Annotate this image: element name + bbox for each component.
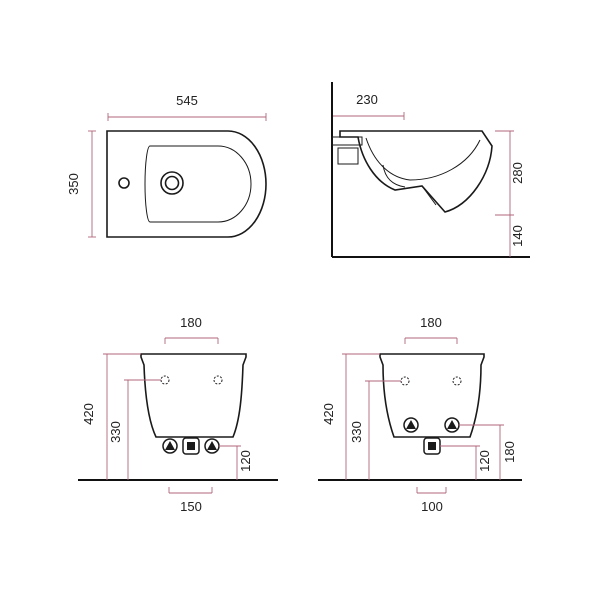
wall-fixing-block (337, 147, 359, 165)
inlet-right-r-arrow (447, 420, 457, 429)
dim-100-label: 100 (421, 499, 443, 514)
dim-140-label: 140 (510, 225, 525, 247)
dim-180-right-side-label: 180 (502, 441, 517, 463)
dim-350-label: 350 (66, 173, 81, 195)
drain-outlet-r-inner (428, 442, 436, 450)
dim-230-label: 230 (356, 92, 378, 107)
inlet-left-arrow (165, 441, 175, 450)
mounting-hole-left (160, 375, 170, 385)
top-view-bowl (144, 145, 252, 223)
drain-inner (164, 175, 180, 191)
side-view-foot (421, 185, 437, 206)
tap-hole (118, 177, 130, 189)
dim-545-label: 545 (176, 93, 198, 108)
dim-180-right-top-label: 180 (420, 315, 442, 330)
dim-330-left-label: 330 (108, 421, 123, 443)
dim-420-left-label: 420 (81, 403, 96, 425)
inlet-left (162, 438, 178, 454)
mounting-hole-left-r (400, 376, 410, 386)
front-view-left: 180 420 330 120 150 (78, 315, 278, 514)
top-view: 545 350 (66, 93, 267, 238)
side-view-outline (339, 130, 493, 213)
dim-180-left-label: 180 (180, 315, 202, 330)
mounting-hole-right-r (452, 376, 462, 386)
front-view-right: 180 420 330 120 180 100 (318, 315, 522, 514)
top-view-outline (106, 130, 267, 238)
inlet-right-arrow (207, 441, 217, 450)
dim-120-right-label: 120 (477, 450, 492, 472)
drain-outlet (182, 437, 200, 455)
side-view-bowl (365, 137, 481, 181)
drain-outlet-inner (187, 442, 195, 450)
dim-120-left-label: 120 (238, 450, 253, 472)
dim-150-label: 150 (180, 499, 202, 514)
side-view: 230 280 140 (331, 82, 530, 258)
inlet-left-r-arrow (406, 420, 416, 429)
dim-280-label: 280 (510, 162, 525, 184)
drain-outer (160, 171, 184, 195)
dim-330-right-label: 330 (349, 421, 364, 443)
inlet-left-r (403, 417, 419, 433)
dim-420-right-label: 420 (321, 403, 336, 425)
front-left-outline (140, 353, 247, 438)
mounting-hole-right (213, 375, 223, 385)
side-view-base (382, 164, 406, 188)
